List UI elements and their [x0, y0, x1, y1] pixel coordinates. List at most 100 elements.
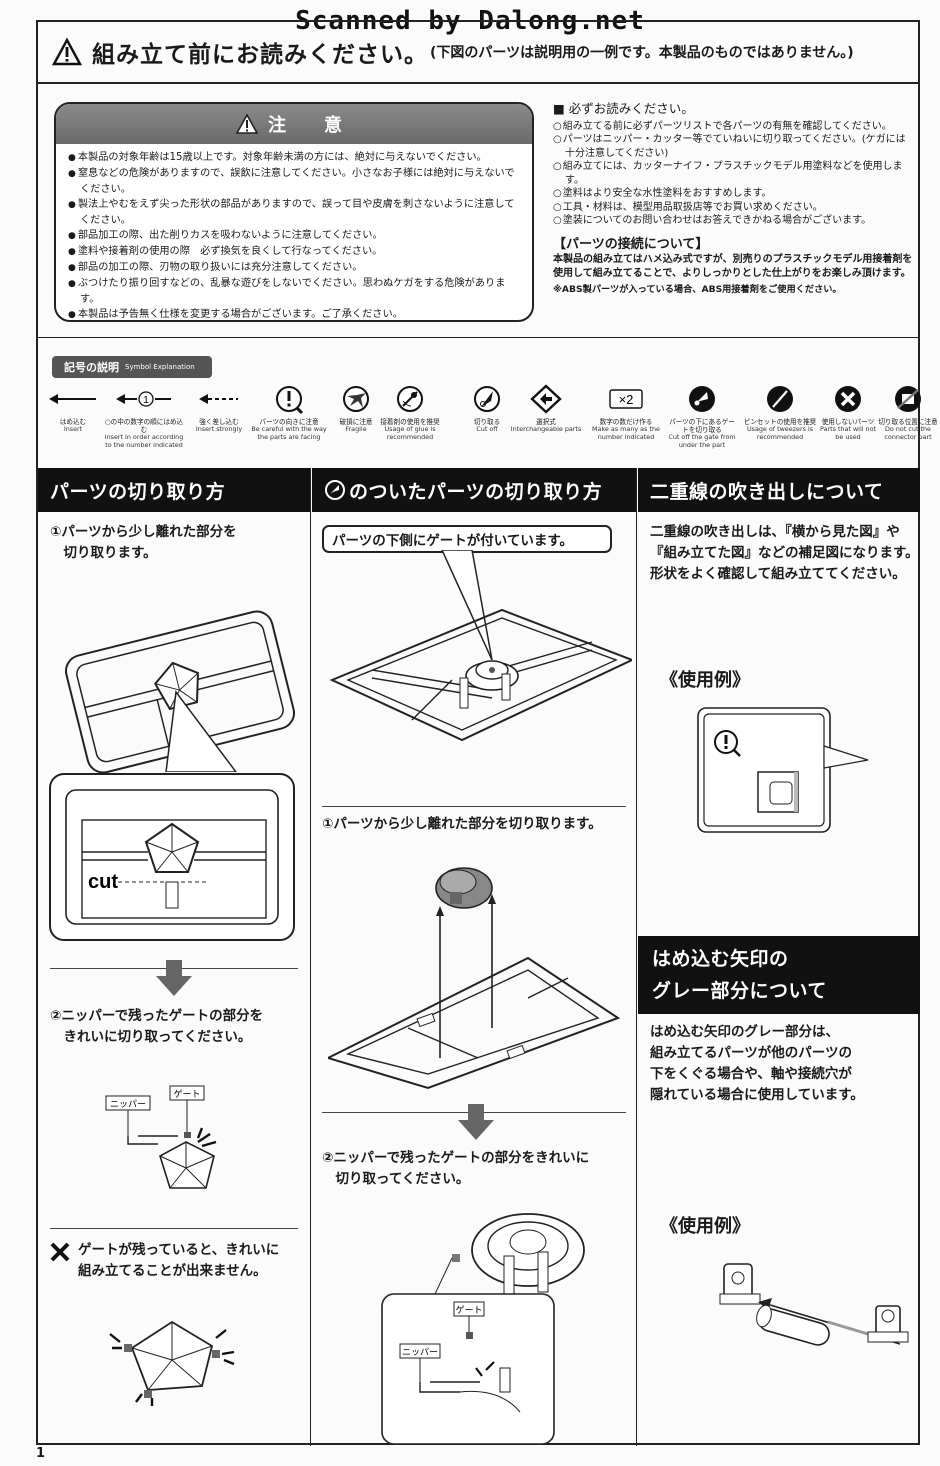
- caution-list: 本製品の対象年齢は15歳以上です。対象年齢未満の方には、絶対に与えないでください…: [56, 144, 532, 320]
- symbol-insert-strongly: 強く差し込む Insert strongly: [184, 382, 254, 434]
- col2-divider: [322, 806, 626, 807]
- page-title: 組み立て前にお読みください。: [92, 42, 428, 68]
- gate-under-icon: [325, 480, 345, 500]
- col3-example1-label: 《使用例》: [660, 670, 750, 691]
- caution-item: 部品加工の際、出た削りカスを吸わないように注意してください。: [68, 228, 522, 244]
- cut-label: cut: [88, 871, 118, 893]
- gate-under-icon: [689, 386, 715, 412]
- caution-item: 本製品の対象年齢は15歳以上です。対象年齢未満の方には、絶対に与えないでください…: [68, 150, 522, 166]
- column-divider: [310, 468, 311, 1446]
- callout-pointer: [165, 690, 237, 772]
- bad-gate-diagram: [109, 1320, 235, 1406]
- col1-step1-text: ①パーツから少し離れた部分を 切り取ります。: [50, 524, 237, 561]
- symbol-orientation: パーツの向きに注意 Be careful with the way the pa…: [246, 382, 332, 441]
- col3-heading: 二重線の吹き出しについて: [638, 468, 920, 512]
- underside-gate-diagram: [329, 550, 632, 742]
- symbol-legend: はめ込む Insert 1 ○の中の数字の順にはめ込む Insert in or…: [46, 382, 938, 462]
- must-read-item: 塗装についてのお問い合わせはお答えできかねる場合がございます。: [553, 214, 913, 228]
- glue-icon: [397, 386, 423, 412]
- symbol-fragile: 破損に注意 Fragile: [326, 382, 386, 434]
- grey-arrow-example: [719, 1263, 909, 1346]
- exclamation-icon: [276, 386, 304, 414]
- multiply-icon: ×2: [609, 389, 643, 409]
- caution-heading-text: 注 意: [268, 115, 352, 136]
- caution-item: 窒息などの危険がありますので、誤飲に注意してください。小さなお子様には絶対に与え…: [68, 166, 522, 197]
- symbol-insert: はめ込む Insert: [38, 382, 108, 434]
- symbol-legend-title-en: Symbol Explanation: [125, 363, 195, 371]
- connector-icon: [895, 386, 921, 412]
- col3-example2-label: 《使用例》: [660, 1216, 750, 1237]
- runner-frame-diagram: [65, 610, 295, 774]
- gate-bubble: パーツの下側にゲートが付いています。: [322, 525, 612, 553]
- symbol-legend-tag: 記号の説明 Symbol Explanation: [52, 356, 212, 378]
- interchangeable-icon: [530, 384, 562, 414]
- column-divider: [636, 468, 637, 1446]
- must-read-item: 工具・材料は、模型用品取扱店等でお買い求めください。: [553, 201, 913, 215]
- symbol-glue: 接着剤の使用を推奨 Usage of glue is recommended: [372, 382, 448, 441]
- warning-triangle-icon: [52, 38, 82, 66]
- caution-item: 部品の加工の際、刃物の取り扱いには充分注意してください。: [68, 260, 522, 276]
- symbol-interchangeable: 選択式 Interchangeable parts: [508, 382, 584, 434]
- col3-heading2-line2: グレー部分について: [652, 980, 827, 1002]
- caution-heading: 注 意: [56, 104, 532, 144]
- must-read-item: 塗料はより安全な水性塗料をおすすめします。: [553, 187, 913, 201]
- col3-heading2: はめ込む矢印の グレー部分について: [638, 936, 920, 1014]
- numbered-arrow-icon: 1: [116, 391, 171, 407]
- symbol-gate-under: パーツの下にあるゲートを切り取る Cut off the gate from u…: [668, 382, 736, 449]
- gate-part-diagram: [417, 1213, 585, 1330]
- col1-step2-text: ②ニッパーで残ったゲートの部分を きれいに切り取ってください。: [50, 1008, 264, 1045]
- svg-text:×2: ×2: [619, 392, 634, 407]
- col2-heading: のついたパーツの切り取り方: [312, 468, 636, 512]
- tweezers-icon: [767, 386, 793, 412]
- col2-step2-text: ②ニッパーで残ったゲートの部分をきれいに 切り取ってください。: [322, 1150, 590, 1187]
- caution-item: 塗料や接着剤の使用の際 必ず換気を良くして行なってください。: [68, 244, 522, 260]
- dashed-arrow-icon: [199, 394, 238, 404]
- symbol-multiply: ×2 数字の数だけ作る Make as many as the number i…: [586, 382, 666, 441]
- x-mark-icon: [50, 1242, 70, 1262]
- caution-item: ぶつけたり振り回すなどの、乱暴な遊びをしないでください。思わぬケガをする危険があ…: [68, 276, 522, 307]
- symbol-legend-title: 記号の説明: [64, 361, 119, 374]
- instruction-page: 組み立て前にお読みください。 (下図のパーツは説明用の一例です。本製品のものでは…: [36, 20, 938, 1446]
- fragile-icon: [343, 386, 369, 412]
- must-read-item: 組み立てには、カッターナイフ・プラスチックモデル用塗料などを使用します。: [553, 160, 913, 187]
- cut-off-icon: [474, 386, 500, 412]
- symbol-connector: 切り取る位置に注意 Do not cut the connector part: [876, 382, 940, 441]
- caution-item: 本製品は予告無く仕様を変更する場合がございます。ご了承ください。: [68, 307, 522, 320]
- col3-body: 二重線の吹き出しは、『横から見た図』や 『組み立てた図』などの補足図になります。…: [650, 524, 919, 582]
- gate-zoom-diagram: ゲート ニッパー: [381, 1293, 555, 1445]
- gate-label: ゲート: [173, 1088, 200, 1099]
- must-read-item: 組み立てる前に必ずパーツリストで各パーツの有無を確認してください。: [553, 120, 913, 134]
- page-number: 1: [36, 1446, 46, 1461]
- must-read-title: ■ 必ずお読みください。: [553, 101, 694, 116]
- col2-heading-text: のついたパーツの切り取り方: [349, 480, 603, 503]
- down-arrow-icon: [156, 960, 192, 996]
- col1-warning-text: ゲートが残っていると、きれいに 組み立てることが出来ません。: [78, 1242, 280, 1279]
- caution-triangle-icon: [236, 114, 258, 134]
- symbol-cut-off: 切り取る Cut off: [454, 382, 520, 434]
- nipper-label: ニッパー: [110, 1099, 146, 1109]
- cut-detail-diagram: cut: [49, 773, 295, 941]
- connection-note: ※ABS製パーツが入っている場合、ABS用接着剤をご使用ください。: [553, 284, 842, 295]
- page-header: 組み立て前にお読みください。 (下図のパーツは説明用の一例です。本製品のものでは…: [38, 22, 918, 84]
- must-read-list: 組み立てる前に必ずパーツリストで各パーツの有無を確認してください。 パーツはニッ…: [553, 120, 913, 228]
- connection-title: 【パーツの接続について】: [553, 236, 709, 252]
- page-subtitle: (下図のパーツは説明用の一例です。本製品のものではありません。): [430, 45, 854, 61]
- section-divider: [38, 337, 918, 338]
- double-callout-example: [697, 707, 869, 833]
- symbol-tweezers: ピンセットの使用を推奨 Usage of tweezers is recomme…: [742, 382, 818, 441]
- unused-icon: [835, 386, 861, 412]
- col1-heading: パーツの切り取り方: [38, 468, 310, 512]
- gate-label: ゲート: [455, 1304, 482, 1315]
- insert-arrow-icon: [49, 394, 96, 404]
- must-read-item: パーツはニッパー・カッター等でていねいに切り取ってください。(ケガには十分注意し…: [553, 133, 913, 160]
- must-read-section: ■ 必ずお読みください。 組み立てる前に必ずパーツリストで各パーツの有無を確認し…: [553, 102, 913, 297]
- col1-divider: [50, 1228, 298, 1229]
- col2-step1-text: ①パーツから少し離れた部分を切り取ります。: [322, 816, 602, 832]
- connection-body: 本製品の組み立てはハメ込み式ですが、別売りのプラスチックモデル用接着剤を使用して…: [553, 254, 913, 279]
- col3-heading2-line1: はめ込む矢印の: [652, 948, 789, 970]
- gate-removal-diagram: [328, 867, 621, 1090]
- col3-body2: はめ込む矢印のグレー部分は、 組み立てるパーツが他のパーツの 下をくぐる場合や、…: [650, 1024, 864, 1103]
- symbol-unused: 使用しないパーツ Parts that will not be used: [816, 382, 880, 441]
- nipper-label: ニッパー: [402, 1347, 438, 1357]
- nipper-gate-diagram: ニッパー ゲート: [105, 1085, 217, 1189]
